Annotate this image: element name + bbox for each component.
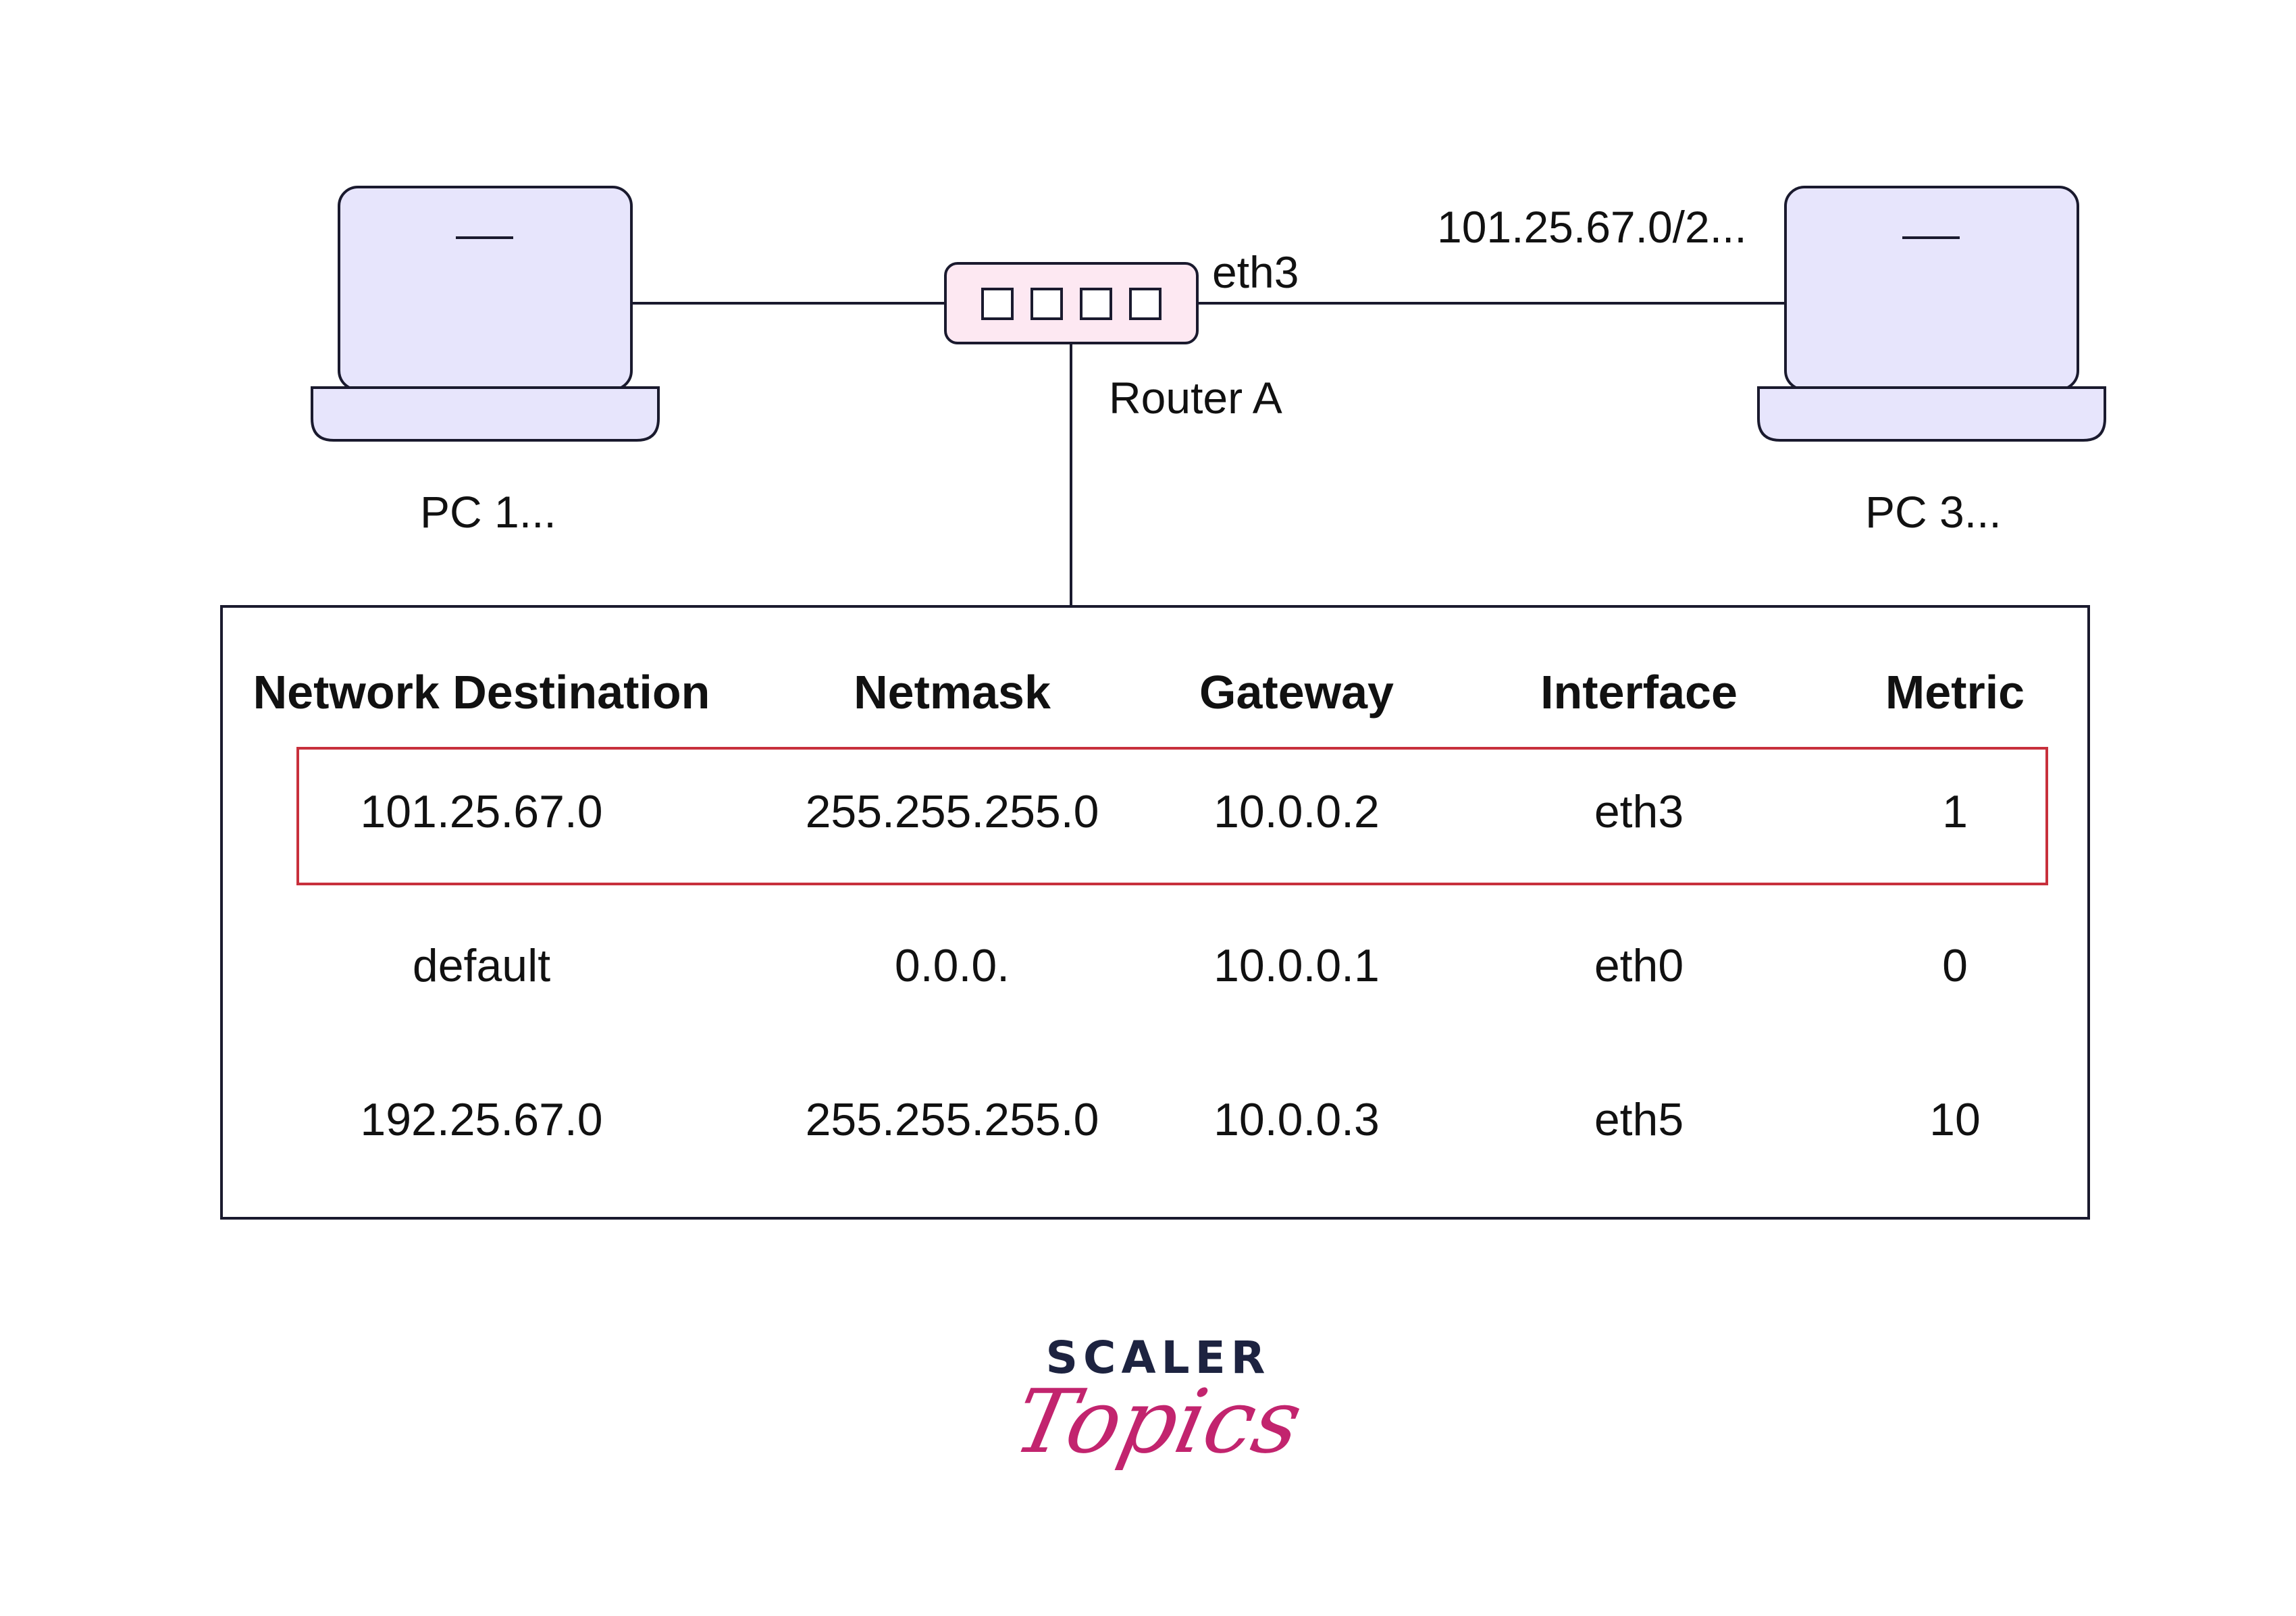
routing-table-frame [220, 605, 2090, 1220]
header-metric: Metric [1885, 666, 2025, 719]
row2-netmask: 0.0.0. [894, 940, 1010, 991]
header-gateway: Gateway [1199, 666, 1394, 719]
row3-metric: 10 [1929, 1094, 1981, 1145]
row3-destination: 192.25.67.0 [360, 1094, 603, 1145]
highlighted-row-box [296, 747, 2048, 885]
laptop-icon [1757, 186, 2106, 442]
row3-interface: eth5 [1594, 1094, 1684, 1145]
router-port-label: eth3 [1212, 247, 1299, 297]
header-network-destination: Network Destination [253, 666, 710, 719]
pc1-label: PC 1... [420, 487, 556, 537]
pc3-network-label: 101.25.67.0/2... [1437, 202, 1747, 252]
router-icon [944, 262, 1199, 344]
pc3-label: PC 3... [1865, 487, 2002, 537]
row3-gateway: 10.0.0.3 [1214, 1094, 1380, 1145]
router-label: Router A [1109, 373, 1282, 423]
brand-logo-scaler: SCALER [1045, 1332, 1271, 1384]
brand-logo-topics: Topics [1006, 1370, 1311, 1473]
row1-metric: 1 [1942, 786, 1968, 837]
row1-gateway: 10.0.0.2 [1214, 786, 1380, 837]
row2-interface: eth0 [1594, 940, 1684, 991]
row2-metric: 0 [1942, 940, 1968, 991]
row2-destination: default [412, 940, 551, 991]
row1-netmask: 255.255.255.0 [805, 786, 1099, 837]
header-interface: Interface [1540, 666, 1738, 719]
row1-interface: eth3 [1594, 786, 1684, 837]
header-netmask: Netmask [854, 666, 1051, 719]
row3-netmask: 255.255.255.0 [805, 1094, 1099, 1145]
laptop-icon [311, 186, 660, 442]
row2-gateway: 10.0.0.1 [1214, 940, 1380, 991]
row1-destination: 101.25.67.0 [360, 786, 603, 837]
